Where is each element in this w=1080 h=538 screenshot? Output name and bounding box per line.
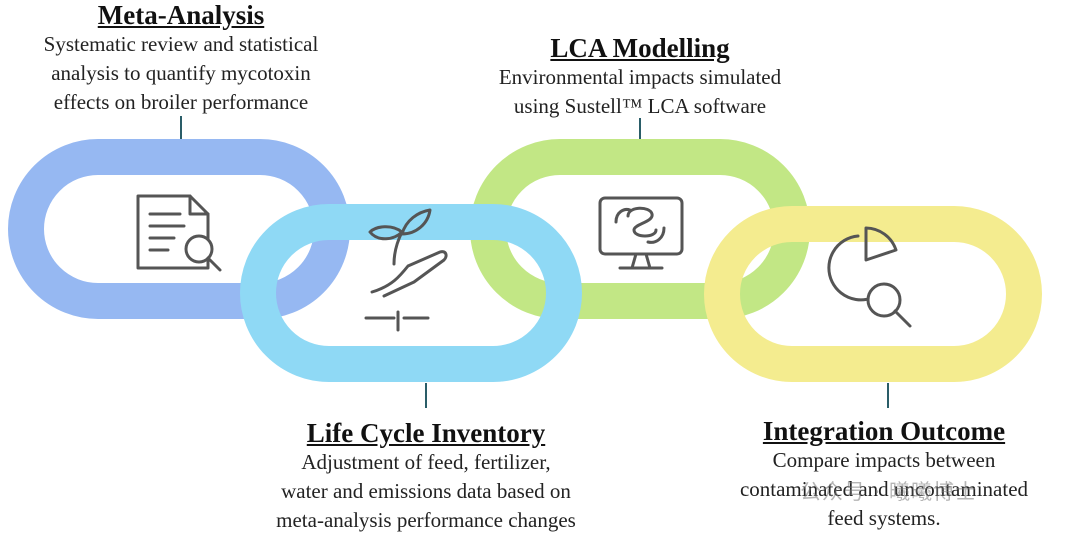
plant-hand-icon [364,208,448,332]
step-title-lca-modelling: LCA Modelling [550,33,730,63]
step-lca-modelling: LCA Modelling Environmental impacts simu… [430,33,850,121]
step-title-life-cycle-inventory: Life Cycle Inventory [306,418,546,448]
document-search-icon [136,194,222,272]
chain-link-lci [240,204,582,382]
step-integration-outcome: Integration Outcome Compare impacts betw… [692,416,1076,533]
step-meta-analysis: Meta-Analysis Systematic review and stat… [0,0,362,117]
pie-chart-search-icon [827,226,912,328]
step-description-integration-outcome: Compare impacts between contaminated and… [739,448,1029,530]
monitor-icon [598,196,684,270]
watermark: 公众号 · 曦曦博士 [800,480,978,504]
step-life-cycle-inventory: Life Cycle Inventory Adjustment of feed,… [226,418,626,535]
step-title-integration-outcome: Integration Outcome [762,416,1006,446]
step-description-meta-analysis: Systematic review and statistical analys… [43,32,319,114]
step-description-life-cycle-inventory: Adjustment of feed, fertilizer, water an… [276,450,576,532]
step-description-lca-modelling: Environmental impacts simulated using Su… [498,65,782,118]
chain-link-int [704,206,1042,382]
step-title-meta-analysis: Meta-Analysis [97,0,265,30]
